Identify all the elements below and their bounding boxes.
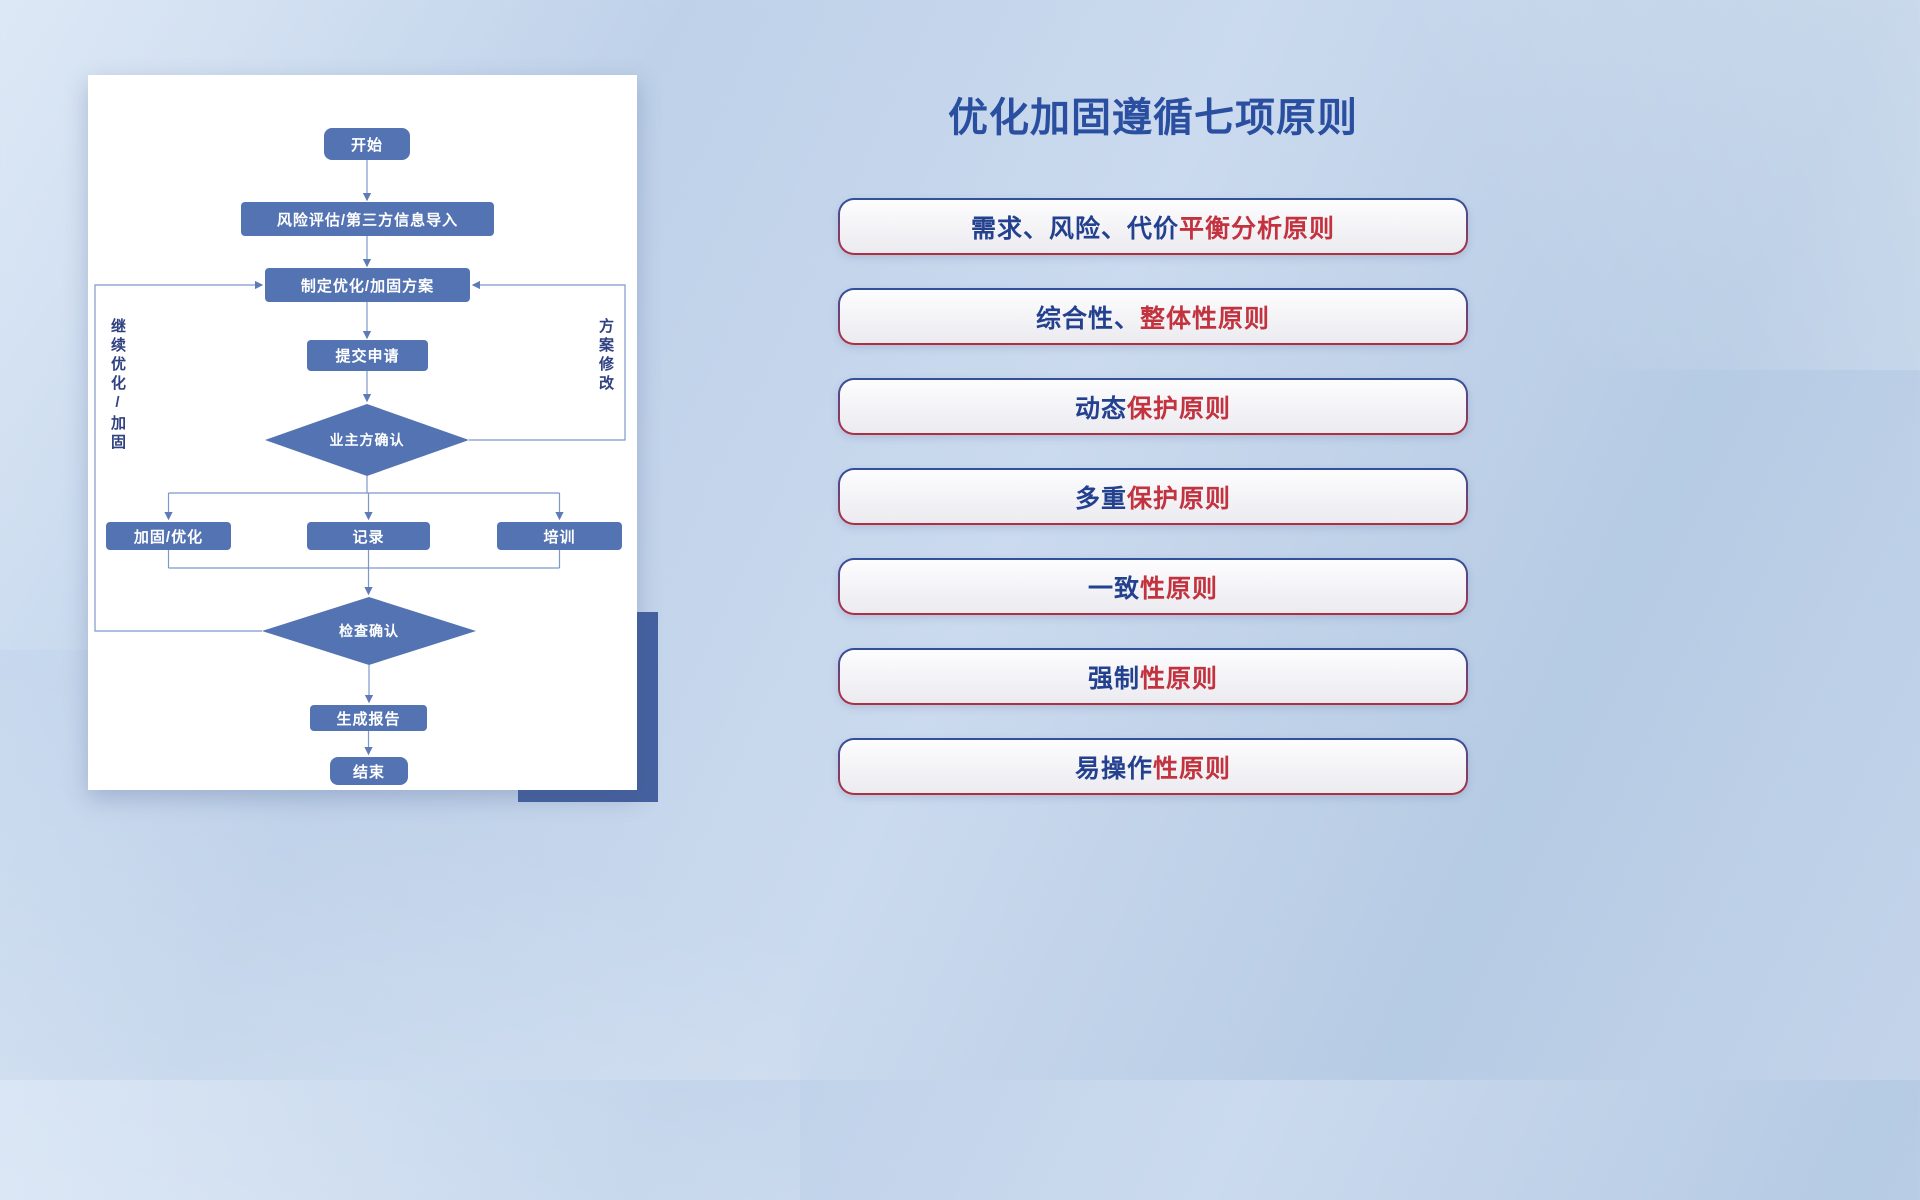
principle-item: 强制性原则: [838, 648, 1468, 705]
principle-item: 多重保护原则: [838, 468, 1468, 525]
principle-text-lead: 综合性、: [1035, 304, 1140, 333]
loop-label-plan-modify: 方案修改: [597, 318, 614, 394]
slide-title: 优化加固遵循七项原则: [948, 96, 1358, 140]
principles-panel: 优化加固遵循七项原则 需求、风险、代价平衡分析原则 综合性、整体性原则 动态保护…: [838, 98, 1468, 795]
principle-text-lead: 多重: [1074, 484, 1127, 513]
flow-node-risk-import: 风险评估/第三方信息导入: [241, 202, 494, 236]
principle-text-tail: 整体性原则: [1140, 304, 1271, 333]
principle-item: 需求、风险、代价平衡分析原则: [838, 198, 1468, 255]
principle-text-tail: 保护原则: [1127, 484, 1232, 513]
principle-item: 综合性、整体性原则: [838, 288, 1468, 345]
principle-text-lead: 一致: [1087, 574, 1140, 603]
flow-node-reinforce: 加固/优化: [106, 522, 231, 550]
principle-text-tail: 性原则: [1153, 754, 1232, 783]
principle-text-tail: 性原则: [1140, 664, 1219, 693]
principle-item: 易操作性原则: [838, 738, 1468, 795]
flowchart-card: 开始 风险评估/第三方信息导入 制定优化/加固方案 提交申请 业主方确认 加固/…: [88, 75, 637, 790]
principle-item: 一致性原则: [838, 558, 1468, 615]
principle-text-lead: 动态: [1074, 394, 1127, 423]
principle-text-lead: 强制: [1087, 664, 1140, 693]
flow-node-end: 结束: [330, 757, 408, 785]
principle-text-tail: 保护原则: [1127, 394, 1232, 423]
flow-node-submit: 提交申请: [307, 340, 428, 371]
principle-item: 动态保护原则: [838, 378, 1468, 435]
flow-node-start: 开始: [324, 128, 410, 160]
principle-text-tail: 平衡分析原则: [1179, 214, 1336, 243]
principle-text-lead: 需求、风险、代价: [970, 214, 1179, 243]
flow-node-make-plan: 制定优化/加固方案: [265, 268, 470, 302]
loop-label-continue-optimize: 继续优化/加固: [109, 318, 126, 453]
flow-node-record: 记录: [307, 522, 430, 550]
flowchart-connectors: [94, 160, 626, 756]
flow-node-train: 培训: [497, 522, 622, 550]
principle-text-lead: 易操作: [1074, 754, 1153, 783]
principle-text-tail: 性原则: [1140, 574, 1219, 603]
principles-list: 需求、风险、代价平衡分析原则 综合性、整体性原则 动态保护原则 多重保护原则 一…: [838, 198, 1468, 795]
flow-node-report: 生成报告: [310, 705, 427, 731]
